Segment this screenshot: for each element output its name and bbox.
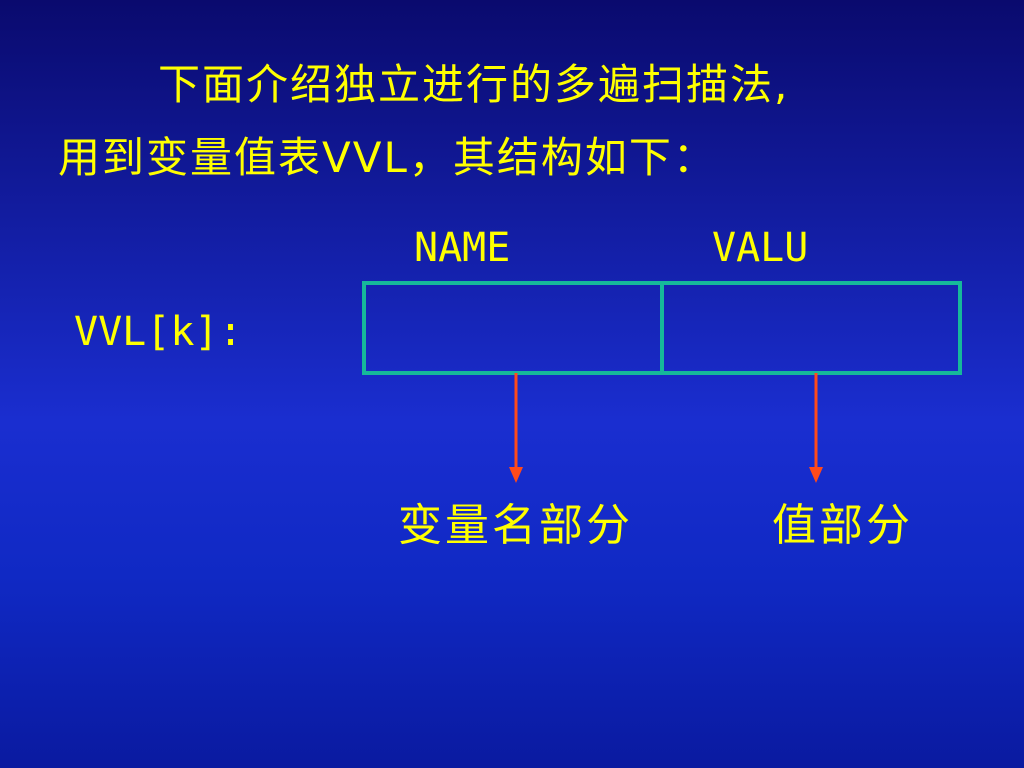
- field-header-name: NAME: [414, 225, 511, 271]
- intro-text-line-1: 下面介绍独立进行的多遍扫描法,: [158, 60, 790, 109]
- vvl-record-box: [362, 281, 962, 375]
- name-pointer-arrow: [509, 373, 523, 483]
- valu-pointer-arrow: [809, 373, 823, 483]
- valu-field-cell: [664, 285, 958, 371]
- intro-text-line-2: 用到变量值表VVL，其结构如下：: [58, 133, 717, 182]
- name-part-description: 变量名部分: [398, 500, 633, 551]
- value-part-description: 值部分: [772, 500, 913, 551]
- vvl-entry-label: VVL[k]:: [74, 309, 243, 355]
- field-header-valu: VALU: [712, 225, 809, 271]
- name-field-cell: [366, 285, 664, 371]
